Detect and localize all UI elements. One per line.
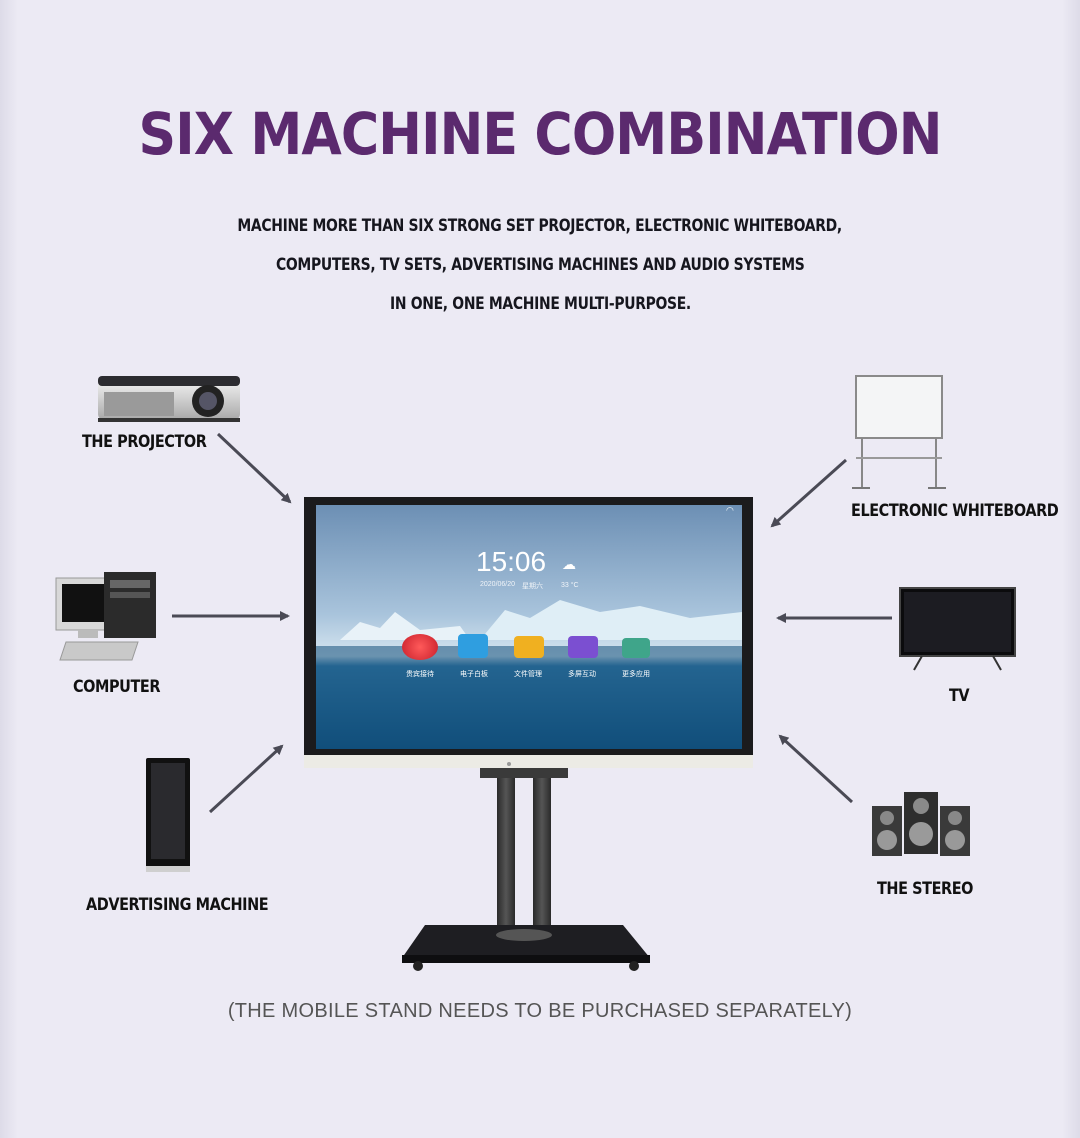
arrow-projector xyxy=(216,432,292,504)
app-label-whiteboard: 电子白板 xyxy=(460,671,488,678)
arrow-whiteboard xyxy=(770,458,847,528)
app-label-more: 更多应用 xyxy=(622,671,650,678)
app-more-icon xyxy=(622,638,650,658)
subtitle-line-2: COMPUTERS, TV SETS, ADVERTISING MACHINES… xyxy=(275,255,805,275)
app-label-files: 文件管理 xyxy=(514,671,542,678)
app-label-multiscreen: 多屏互动 xyxy=(568,671,596,678)
arrow-stereo xyxy=(778,734,854,804)
label-tv: TV xyxy=(949,686,970,706)
subtitle-line-3: IN ONE, ONE MACHINE MULTI-PURPOSE. xyxy=(389,294,691,314)
app-multiscreen-icon xyxy=(568,636,598,658)
label-advertising-machine: ADVERTISING MACHINE xyxy=(86,895,269,915)
app-whiteboard-icon xyxy=(458,634,488,658)
label-whiteboard: ELECTRONIC WHITEBOARD xyxy=(851,501,1059,521)
interactive-display xyxy=(304,497,753,768)
app-label-reception: 贵宾接待 xyxy=(406,671,434,678)
screen-temperature: 33 °C xyxy=(561,582,579,589)
tv-image xyxy=(899,587,1016,671)
screen-date: 2020/06/20 xyxy=(480,581,516,588)
label-projector: THE PROJECTOR xyxy=(82,432,207,452)
advertising-machine-image xyxy=(146,758,190,872)
label-computer: COMPUTER xyxy=(73,677,161,697)
screen-weekday: 星期六 xyxy=(522,583,543,590)
connector-arrows xyxy=(172,432,892,814)
left-edge-shade xyxy=(0,0,18,1138)
cloud-icon: ☁ xyxy=(562,556,576,572)
wifi-icon: ◠ xyxy=(726,505,734,515)
label-stereo: THE STEREO xyxy=(877,879,974,899)
whiteboard-image xyxy=(852,375,946,489)
computer-image xyxy=(55,572,156,661)
app-reception-icon xyxy=(402,634,438,660)
stereo-image xyxy=(872,792,970,856)
page-title: SIX MACHINE COMBINATION xyxy=(138,100,943,168)
screen-clock: 15:06 xyxy=(476,546,547,577)
right-edge-shade xyxy=(1062,0,1080,1138)
mobile-stand xyxy=(402,768,650,971)
app-files-icon xyxy=(514,636,544,658)
projector-image xyxy=(98,376,240,422)
footer-note: (THE MOBILE STAND NEEDS TO BE PURCHASED … xyxy=(227,1000,853,1022)
arrow-advertising xyxy=(208,744,284,814)
subtitle-line-1: MACHINE MORE THAN SIX STRONG SET PROJECT… xyxy=(237,216,843,236)
